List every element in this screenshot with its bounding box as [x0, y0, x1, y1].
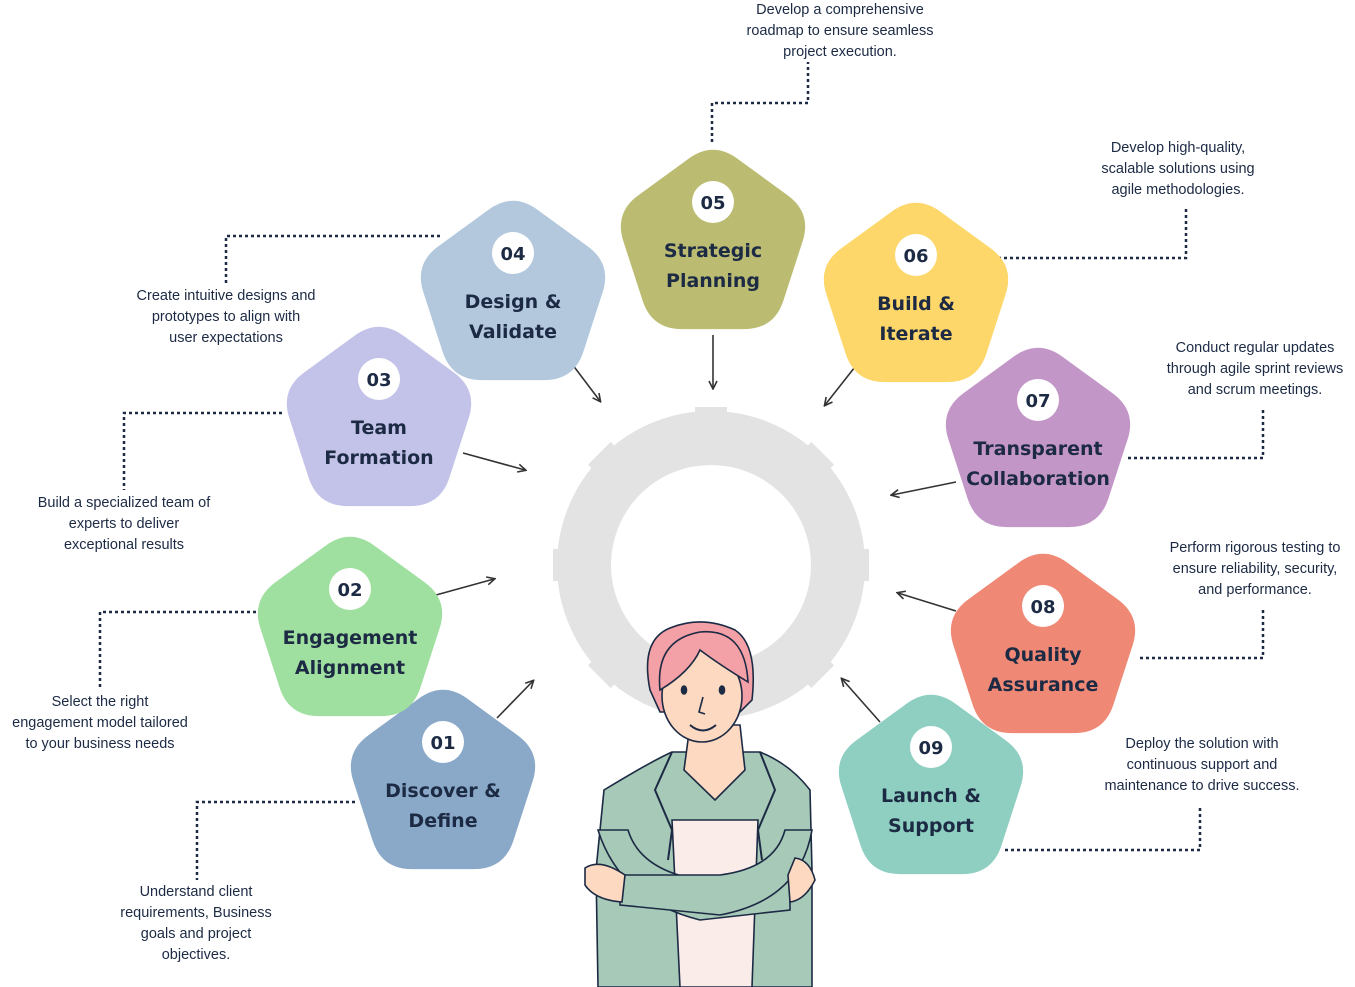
step-description-06: Develop high-quality, scalable solutions… [1101, 140, 1255, 198]
leader-line [710, 62, 810, 142]
step-number-badge [910, 726, 952, 768]
step-title: Engagement [283, 627, 418, 649]
leader-line [1140, 608, 1265, 660]
step-title: Design & [465, 291, 562, 313]
leader-line [1128, 408, 1265, 460]
step-title: Validate [469, 321, 557, 343]
step-number-badge [895, 234, 937, 276]
leader-lines [98, 62, 1265, 880]
step-title: Assurance [988, 674, 1099, 696]
leader-line [98, 610, 262, 690]
step-description-05: Develop a comprehensive roadmap to ensur… [746, 2, 934, 60]
step-number: 01 [430, 733, 455, 754]
leader-line [1005, 805, 1202, 852]
step-description-08: Perform rigorous testing to ensure relia… [1169, 540, 1341, 598]
person-illustration [584, 621, 816, 987]
step-number: 02 [337, 580, 362, 601]
step-title: Team [351, 417, 407, 439]
arrows-to-center [435, 335, 957, 723]
step-title: Transparent [973, 438, 1102, 460]
step-number-badge [692, 181, 734, 223]
step-number: 04 [500, 244, 525, 265]
step-description-09: Deploy the solution with continuous supp… [1104, 736, 1300, 794]
hand-left [584, 863, 626, 903]
mouth [689, 724, 717, 732]
step-title: Alignment [295, 657, 405, 679]
step-number-badge [358, 358, 400, 400]
eye-left [680, 685, 688, 695]
leader-line [998, 208, 1188, 260]
step-number-badge [1017, 379, 1059, 421]
step-number: 07 [1025, 391, 1050, 412]
step-title: Support [888, 815, 974, 837]
step-pentagon [823, 202, 1009, 383]
arrow-icon [435, 579, 494, 596]
arrow-icon [496, 681, 533, 719]
step-pentagon [350, 689, 536, 870]
arrow-icon [892, 481, 957, 495]
hand-right [787, 857, 816, 903]
hair-fringe [658, 630, 749, 692]
step-description-04: Create intuitive designs and prototypes … [136, 288, 316, 346]
step-title: Formation [324, 447, 433, 469]
step-title: Planning [666, 270, 760, 292]
lapel-left [653, 751, 674, 861]
lapel-right [756, 751, 777, 861]
step-pentagon [945, 347, 1131, 528]
step-description-03: Build a specialized team of experts to d… [37, 495, 211, 553]
arrow-icon [462, 452, 525, 470]
arrow-icon [842, 679, 881, 723]
step-pentagon [257, 536, 443, 717]
step-number: 08 [1030, 597, 1055, 618]
step-description-02: Select the right engagement model tailor… [12, 694, 188, 752]
step-number-badge [1022, 585, 1064, 627]
step-pentagon [950, 553, 1136, 734]
step-description-01: Understand client requirements, Business… [120, 884, 272, 963]
step-number: 09 [918, 738, 943, 759]
step-title: Strategic [664, 240, 762, 262]
step-number: 06 [903, 246, 928, 267]
step-title: Launch & [881, 785, 981, 807]
step-pentagon [286, 326, 472, 507]
step-pentagon [838, 694, 1024, 875]
nose [698, 696, 706, 715]
step-title: Collaboration [966, 468, 1110, 490]
step-title: Iterate [879, 323, 952, 345]
arrow-icon [898, 593, 957, 612]
leader-line [224, 234, 440, 284]
eye-right [718, 685, 726, 695]
step-number-badge [492, 232, 534, 274]
step-number-badge [422, 721, 464, 763]
leader-line [195, 800, 355, 880]
step-pentagon [420, 200, 606, 381]
step-title: Build & [877, 293, 955, 315]
step-title: Quality [1005, 644, 1083, 666]
step-title: Discover & [385, 780, 501, 802]
step-number: 03 [366, 370, 391, 391]
step-description-07: Conduct regular updates through agile sp… [1166, 340, 1344, 398]
step-pentagon [620, 149, 806, 330]
step-title: Define [408, 810, 477, 832]
step-number-badge [329, 568, 371, 610]
step-number: 05 [700, 193, 725, 214]
leader-line [122, 411, 282, 490]
